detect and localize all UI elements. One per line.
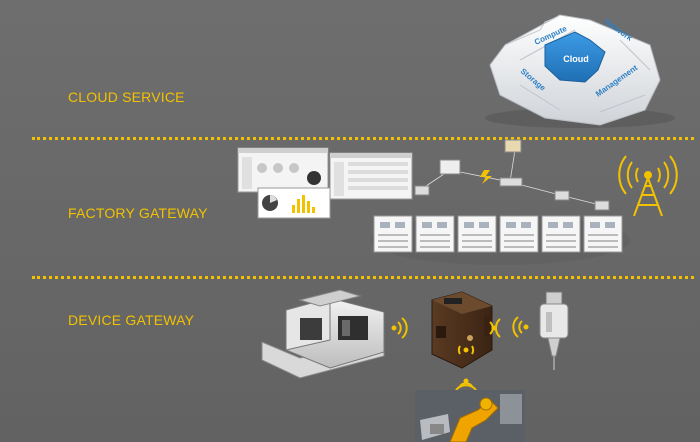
wireless-signal-icon [512,316,529,338]
dashboard-screens-icon [237,147,413,219]
device-gateway-label: DEVICE GATEWAY [68,312,195,328]
cloud-factory-divider [32,137,694,140]
cell-tower-icon [618,155,678,217]
puzzle-cloud-icon: Cloud Compute Network Storage Management [485,14,675,128]
gateway-device-icon [431,291,493,369]
cloud-service-label: CLOUD SERVICE [68,89,185,105]
cloud-center-text: Cloud [563,54,589,64]
factory-device-divider [32,276,694,279]
wireless-signal-icon [455,318,501,391]
network-topology-icon [370,139,630,265]
spindle-sensor-icon [539,291,569,370]
wireless-signal-icon [391,317,408,339]
cnc-machine-icon [261,289,385,379]
robot-arm-icon [415,390,525,442]
factory-gateway-label: FACTORY GATEWAY [68,205,208,221]
